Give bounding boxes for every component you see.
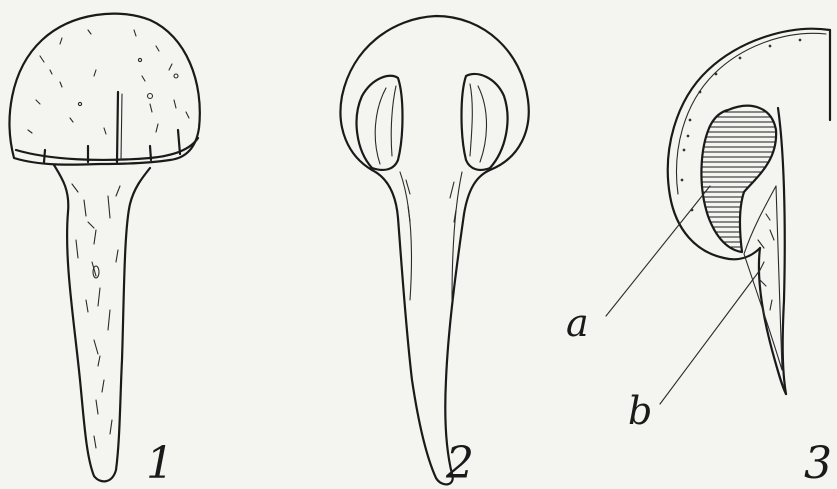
figure-3-cap-outline [668, 29, 830, 260]
figure-2-number: 2 [446, 442, 474, 486]
figure-3-number: 3 [804, 442, 832, 486]
figure-2-mushroom-section [340, 16, 528, 484]
figure-3-cap-stipple [681, 39, 801, 211]
figure-3-leader-a [606, 186, 710, 316]
figure-3-tissue-b [744, 186, 782, 370]
figure-3-section-detail [606, 29, 830, 404]
figure-1-number: 1 [146, 442, 174, 486]
figure-1-cap-texture [28, 30, 189, 134]
figure-3-leader-b [660, 270, 760, 404]
figure-3-gill-hatching [690, 112, 790, 247]
figure-1-cap [10, 14, 200, 165]
figure-1-stem-texture [72, 184, 120, 448]
part-a-label: a [566, 304, 589, 342]
figure-3-gill-a [701, 106, 776, 252]
figure-1-mushroom-exterior [10, 14, 200, 482]
figure-3-stem-outline [778, 30, 830, 394]
figure-1-stem [54, 165, 150, 481]
part-b-label: b [628, 392, 652, 430]
figure-2-right-gill-cavity [462, 74, 508, 170]
